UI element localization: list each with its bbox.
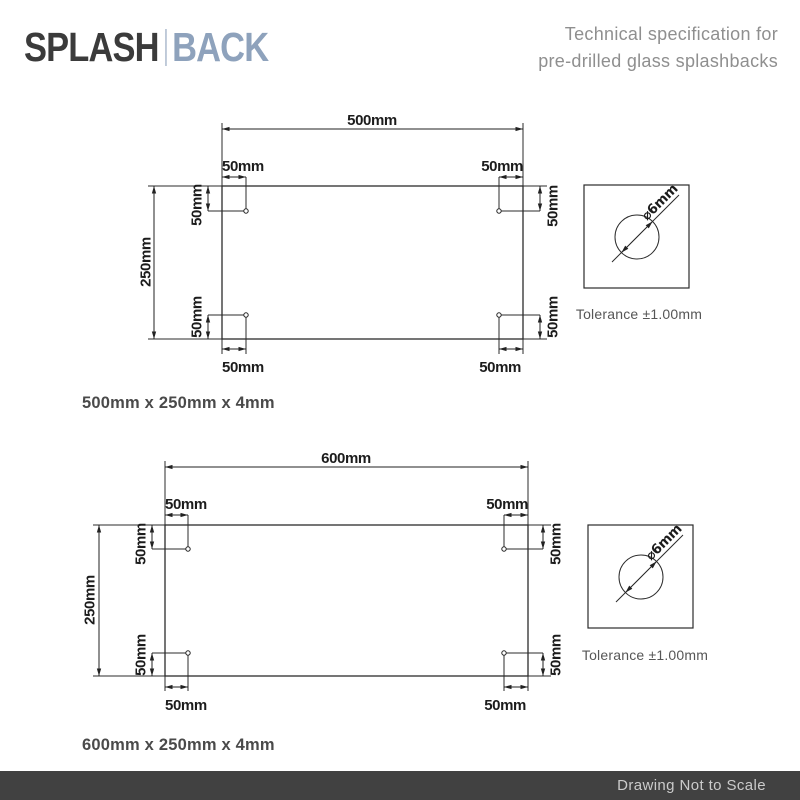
page-title-line-2: pre-drilled glass splashbacks: [538, 51, 778, 71]
drill-holes: [243, 208, 502, 318]
dim-offset-top-right-label: 50mm: [481, 158, 523, 175]
drill-hole-top-left: [185, 546, 191, 552]
logo-divider: [165, 29, 168, 66]
dim-offset-top-left-label: 50mm: [222, 158, 264, 175]
footer-note: Drawing Not to Scale: [617, 777, 766, 794]
hole-detail-circle: [614, 214, 660, 260]
dim-offset-bottom-right-label: 50mm: [484, 697, 526, 714]
drill-hole-top-left: [243, 208, 249, 214]
drill-hole-bottom-left: [185, 650, 191, 656]
dimension-lines: [96, 464, 546, 690]
panel-size-caption: 600mm x 250mm x 4mm: [82, 736, 275, 754]
dim-offset-top-right-label: 50mm: [486, 496, 528, 513]
dim-offset-top-left-label: 50mm: [165, 496, 207, 513]
dim-offset-right-bottom-label: 50mm: [548, 634, 565, 676]
glass-panel-outline: [221, 185, 524, 340]
dim-offset-bottom-left-label: 50mm: [222, 359, 264, 376]
dim-offset-bottom-right-label: 50mm: [479, 359, 521, 376]
brand-logo: SPLASH BACK: [24, 24, 269, 70]
dim-offset-left-top-label: 50mm: [133, 523, 150, 565]
hole-detail-600mm: ⌀6mm Tolerance ±1.00mm: [582, 521, 708, 663]
extension-lines: [93, 461, 551, 691]
drill-hole-bottom-left: [243, 312, 249, 318]
page-title-line-1: Technical specification for: [564, 24, 778, 44]
hole-diameter-label: ⌀6mm: [643, 521, 686, 564]
drawing-500mm: 500mm 250mm 50mm 50mm 50mm 50mm 50mm 50m…: [82, 112, 562, 412]
drill-hole-top-right: [501, 546, 507, 552]
dimension-lines: [151, 126, 543, 352]
drill-hole-top-right: [496, 208, 502, 214]
panel-size-caption: 500mm x 250mm x 4mm: [82, 394, 275, 412]
leader-line: [611, 252, 622, 263]
dim-offset-bottom-left-label: 50mm: [165, 697, 207, 714]
dim-offset-left-bottom-label: 50mm: [133, 634, 150, 676]
dim-offset-right-top-label: 50mm: [548, 523, 565, 565]
footer-bar: Drawing Not to Scale: [0, 771, 800, 800]
drill-hole-bottom-right: [501, 650, 507, 656]
leader-line: [615, 592, 626, 603]
dim-offset-right-top-label: 50mm: [545, 185, 562, 227]
leader-line: [656, 534, 684, 562]
detail-box: [583, 184, 690, 289]
tolerance-note: Tolerance ±1.00mm: [576, 306, 702, 322]
dim-offset-left-top-label: 50mm: [189, 184, 206, 226]
diameter-dimension-line: [625, 561, 657, 593]
logo-primary-text: SPLASH: [24, 24, 160, 70]
logo-secondary-text: BACK: [172, 24, 269, 70]
page-title: Technical specification for pre-drilled …: [538, 21, 778, 75]
dim-offset-right-bottom-label: 50mm: [545, 296, 562, 338]
hole-detail-circle: [618, 554, 664, 600]
drill-hole-bottom-right: [496, 312, 502, 318]
hole-diameter-label: ⌀6mm: [639, 181, 682, 224]
tolerance-note: Tolerance ±1.00mm: [582, 647, 708, 663]
drill-holes: [185, 546, 507, 656]
diameter-dimension-line: [621, 221, 653, 253]
drawing-600mm: 600mm 250mm 50mm 50mm 50mm 50mm 50mm 50m…: [82, 450, 565, 754]
dim-height-label: 250mm: [138, 237, 155, 287]
dim-width-label: 500mm: [347, 112, 397, 129]
detail-box: [587, 524, 694, 629]
dim-width-label: 600mm: [321, 450, 371, 467]
glass-panel-outline: [164, 524, 529, 677]
hole-detail-500mm: ⌀6mm Tolerance ±1.00mm: [576, 181, 702, 322]
dim-height-label: 250mm: [82, 575, 99, 625]
leader-line: [652, 194, 680, 222]
dimension-labels: 600mm 250mm 50mm 50mm 50mm 50mm 50mm 50m…: [82, 450, 565, 714]
dim-offset-left-bottom-label: 50mm: [189, 296, 206, 338]
dimension-labels: 500mm 250mm 50mm 50mm 50mm 50mm 50mm 50m…: [138, 112, 562, 376]
